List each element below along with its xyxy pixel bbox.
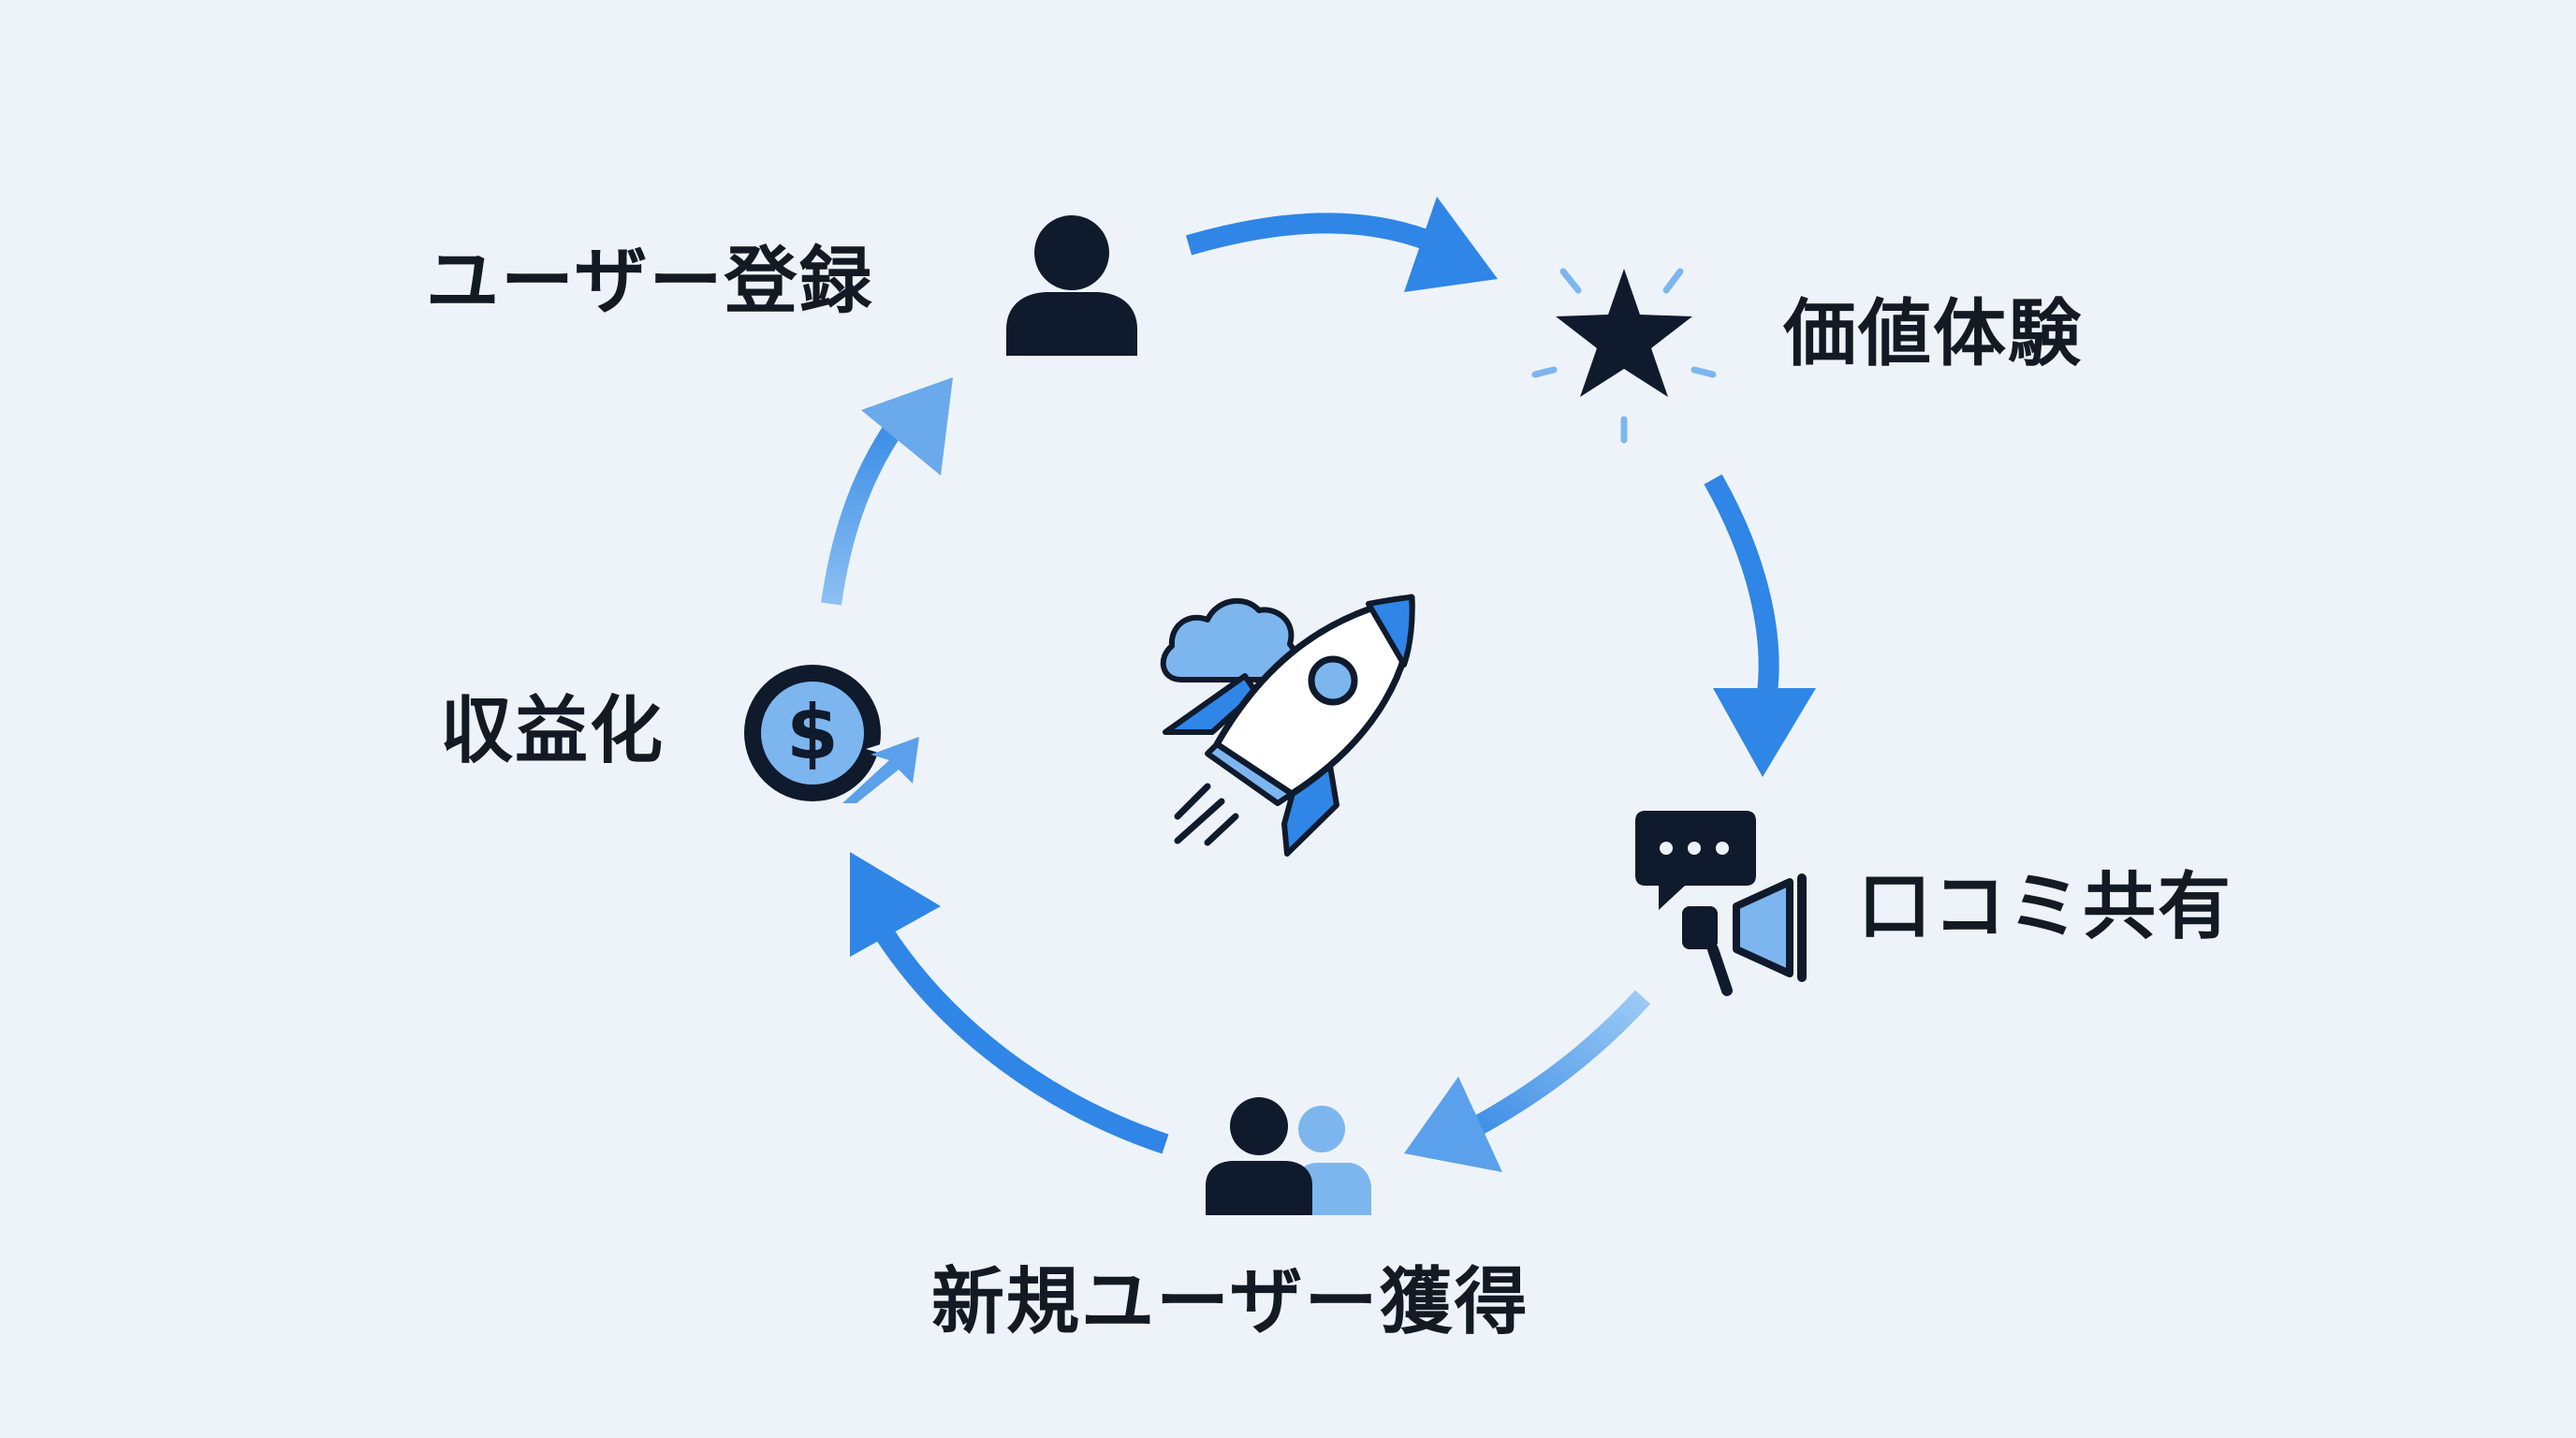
step-label-register: ユーザー登録 — [426, 240, 874, 324]
arrow-register-to-value — [1185, 197, 1498, 292]
step-label-acquire: 新規ユーザー獲得 — [931, 1260, 1530, 1344]
user-icon — [1006, 215, 1137, 356]
svg-text:$: $ — [786, 689, 839, 776]
dollar-coin-growth-icon: $ — [744, 665, 925, 807]
step-label-value: 価値体験 — [1783, 292, 2084, 376]
step-label-share: 口コミ共有 — [1858, 865, 2233, 949]
step-label-monetize: 収益化 — [440, 689, 666, 773]
arrow-value-to-share — [1704, 474, 1816, 777]
arrow-share-to-acquire — [1404, 990, 1651, 1172]
users-icon — [1206, 1097, 1371, 1215]
arrow-monetize-to-register — [821, 377, 953, 606]
chat-megaphone-icon — [1635, 811, 1807, 996]
star-icon — [1531, 268, 1717, 444]
rocket-icon — [1160, 594, 1415, 857]
arrow-acquire-to-monetize — [850, 852, 1169, 1154]
